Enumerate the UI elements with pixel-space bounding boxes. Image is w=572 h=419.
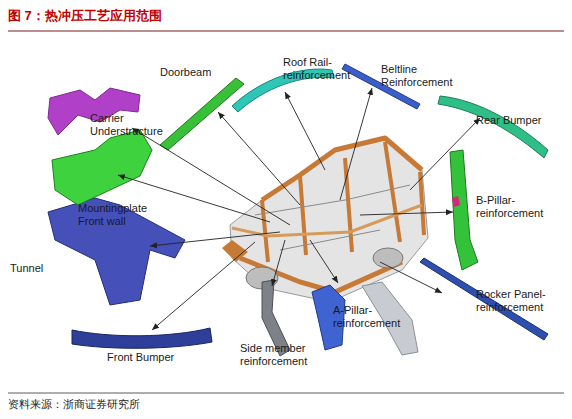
- part-graphic: [150, 232, 280, 246]
- part-graphic: [310, 240, 338, 283]
- part-graphic: [340, 88, 372, 200]
- part-graphic: [52, 130, 152, 205]
- part-label: Rocker Panel- reinforcement: [476, 288, 568, 314]
- leader-arrows: [118, 88, 480, 330]
- part-graphic: [373, 248, 403, 268]
- part-graphic: [132, 128, 290, 225]
- part-graphic: [380, 262, 442, 293]
- part-graphic: [410, 118, 480, 190]
- title-rule: [8, 30, 564, 31]
- part-graphic: [218, 112, 300, 205]
- part-graphic: [118, 175, 270, 222]
- title: 图 7：热冲压工艺应用范围: [8, 8, 162, 24]
- part-label: Tunnel: [10, 262, 60, 275]
- part-label: Roof Rail- reinforcement: [283, 56, 363, 82]
- part-label: A-Pillar- reinforcement: [333, 304, 413, 330]
- part-shapes: [48, 64, 548, 356]
- part-graphic: [450, 150, 478, 270]
- part-label: B-Pillar- reinforcement: [476, 194, 554, 220]
- part-graphic: [230, 138, 428, 302]
- part-graphic: [262, 138, 422, 200]
- car-body: [222, 138, 428, 302]
- part-graphic: [262, 142, 424, 262]
- part-label: Mountingplate Front wall: [78, 202, 160, 228]
- caption-rule: [8, 393, 564, 394]
- part-graphic: [452, 196, 460, 207]
- part-graphic: [360, 212, 453, 215]
- caption: 资料来源：浙商证券研究所: [8, 398, 140, 411]
- part-label: Doorbeam: [160, 66, 230, 79]
- part-label: Rear Bumper: [476, 114, 556, 127]
- part-graphic: [72, 328, 212, 348]
- part-label: Beltline Reinforcement: [381, 63, 463, 89]
- part-label: Carrier Understructure: [90, 112, 172, 138]
- part-graphic: [48, 198, 185, 305]
- part-graphic: [438, 96, 548, 158]
- part-label: Side member reinforcement: [240, 342, 318, 368]
- part-graphic: [152, 242, 255, 330]
- part-graphic: [232, 205, 422, 236]
- part-graphic: [160, 78, 244, 150]
- part-graphic: [285, 92, 325, 170]
- part-label: Front Bumper: [107, 351, 197, 364]
- part-graphic: [272, 240, 285, 286]
